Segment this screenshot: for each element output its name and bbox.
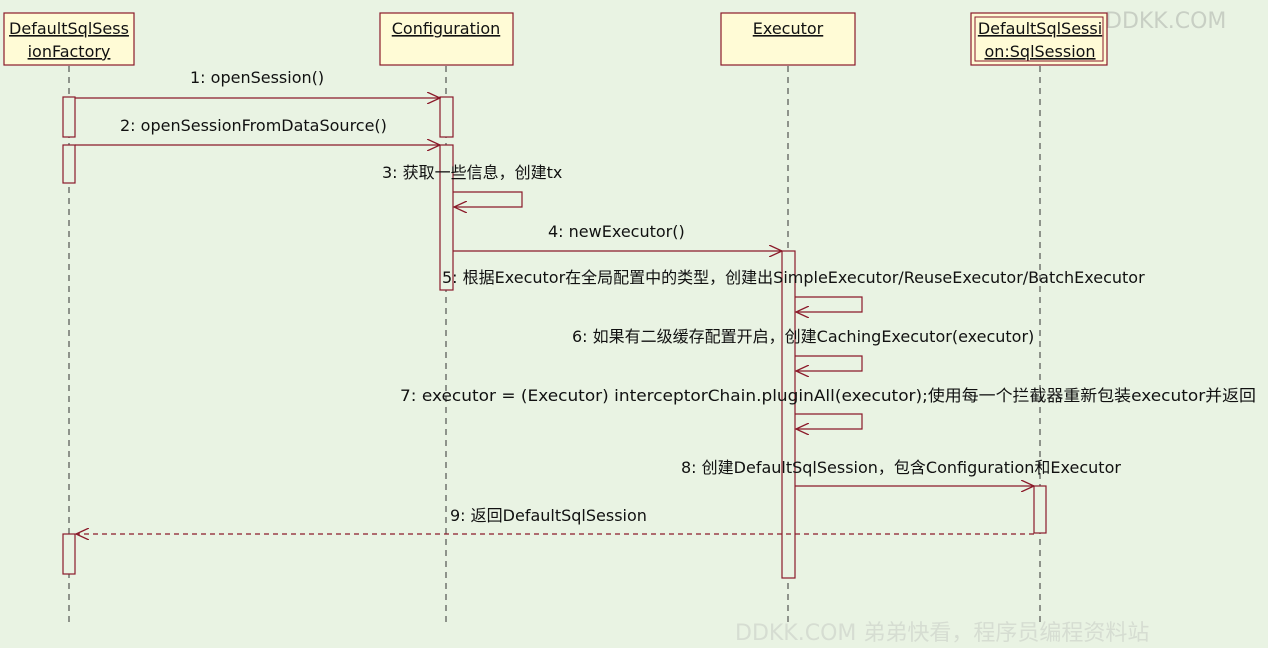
message-6-arrow bbox=[795, 355, 863, 371]
message-6-label: 6: 如果有二级缓存配置开启，创建CachingExecutor(executo… bbox=[572, 327, 1034, 346]
watermark-top: DDKK.COM bbox=[1105, 9, 1226, 34]
activation-executor bbox=[781, 250, 796, 579]
watermark-bottom: DDKK.COM 弟弟快看，程序员编程资料站 bbox=[735, 621, 1149, 646]
object-label-line2: ionFactory bbox=[28, 42, 111, 61]
object-label: Executor bbox=[753, 19, 824, 38]
object-label-line1: DefaultSqlSess bbox=[9, 19, 129, 38]
activation-factory-1 bbox=[62, 96, 76, 138]
message-lines bbox=[75, 98, 1034, 534]
object-executor: Executor bbox=[720, 12, 856, 66]
message-7-label: 7: executor = (Executor) interceptorChai… bbox=[400, 386, 1256, 405]
message-4-label: 4: newExecutor() bbox=[548, 222, 685, 241]
activation-configuration-2 bbox=[439, 144, 454, 291]
message-3-label: 3: 获取一些信息，创建tx bbox=[382, 163, 562, 182]
object-configuration: Configuration bbox=[379, 12, 514, 66]
message-labels: 1: openSession() 2: openSessionFromDataS… bbox=[120, 68, 1256, 525]
object-factory: DefaultSqlSess ionFactory bbox=[3, 12, 135, 66]
activation-sqlsession bbox=[1033, 485, 1047, 534]
message-1-label: 1: openSession() bbox=[190, 68, 324, 87]
object-label-line1: DefaultSqlSessi bbox=[978, 19, 1102, 38]
object-label-line2: on:SqlSession bbox=[984, 42, 1095, 61]
message-2-label: 2: openSessionFromDataSource() bbox=[120, 116, 387, 135]
message-8-label: 8: 创建DefaultSqlSession，包含Configuration和E… bbox=[681, 458, 1121, 477]
object-label: Configuration bbox=[392, 19, 501, 38]
message-5-label: 5: 根据Executor在全局配置中的类型，创建出SimpleExecutor… bbox=[442, 268, 1145, 287]
activation-factory-3 bbox=[62, 533, 76, 575]
activation-configuration-1 bbox=[439, 96, 454, 138]
object-sqlsession: DefaultSqlSessi on:SqlSession bbox=[970, 12, 1108, 66]
activation-factory-2 bbox=[62, 144, 76, 184]
message-5-arrow bbox=[795, 296, 863, 312]
message-7-arrow bbox=[795, 413, 863, 429]
message-9-label: 9: 返回DefaultSqlSession bbox=[450, 506, 647, 525]
activations bbox=[62, 96, 1047, 579]
message-3-arrow bbox=[453, 191, 523, 207]
